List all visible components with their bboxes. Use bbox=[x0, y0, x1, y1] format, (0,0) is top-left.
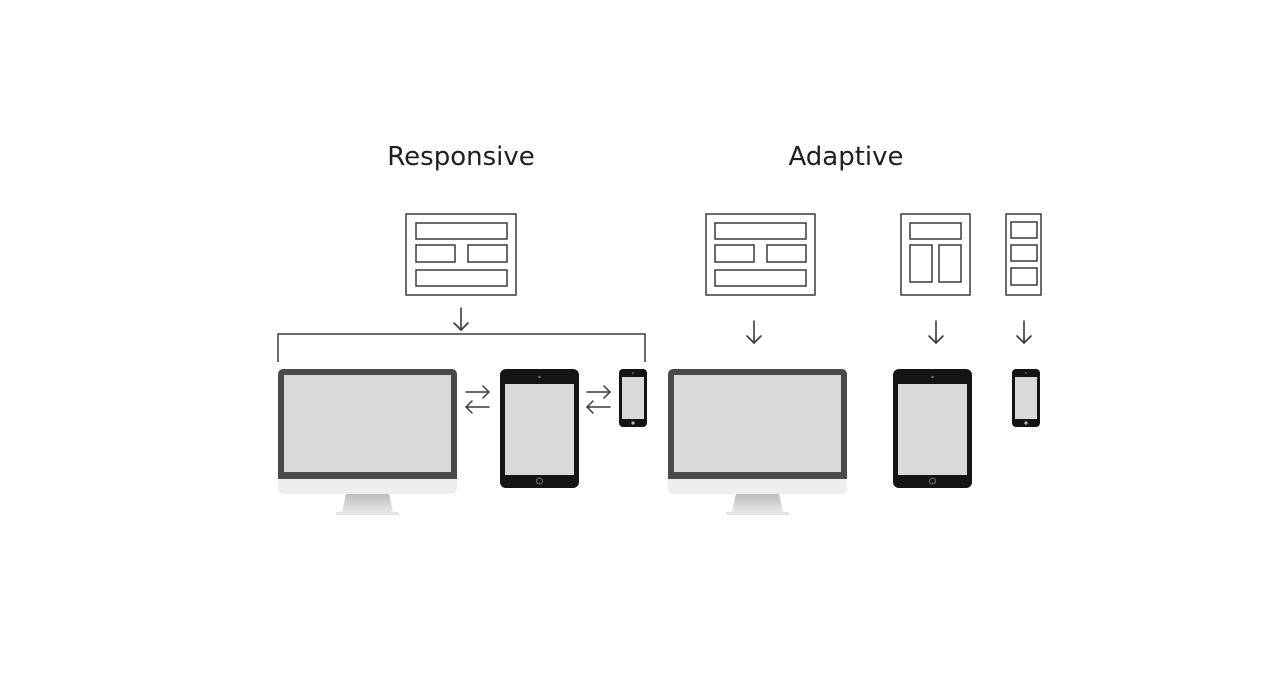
down-arrow-icon bbox=[1016, 320, 1032, 344]
phone-icon bbox=[1012, 369, 1040, 427]
swap-arrows-icon bbox=[465, 385, 490, 414]
responsive-heading: Responsive bbox=[387, 142, 535, 172]
desktop-monitor-icon bbox=[668, 369, 847, 515]
down-arrow-icon bbox=[928, 320, 944, 344]
responsive-wireframe bbox=[405, 213, 517, 296]
tablet-icon bbox=[500, 369, 579, 488]
down-arrow-icon bbox=[746, 320, 762, 344]
adaptive-desktop-wireframe bbox=[705, 213, 816, 296]
adaptive-heading: Adaptive bbox=[788, 142, 904, 172]
adaptive-tablet-wireframe bbox=[900, 213, 971, 296]
tablet-icon bbox=[893, 369, 972, 488]
desktop-monitor-icon bbox=[278, 369, 457, 515]
down-arrow-icon bbox=[453, 307, 469, 331]
adaptive-phone-wireframe bbox=[1005, 213, 1042, 296]
responsive-bracket bbox=[277, 333, 646, 362]
swap-arrows-icon bbox=[586, 385, 611, 414]
phone-icon bbox=[619, 369, 647, 427]
